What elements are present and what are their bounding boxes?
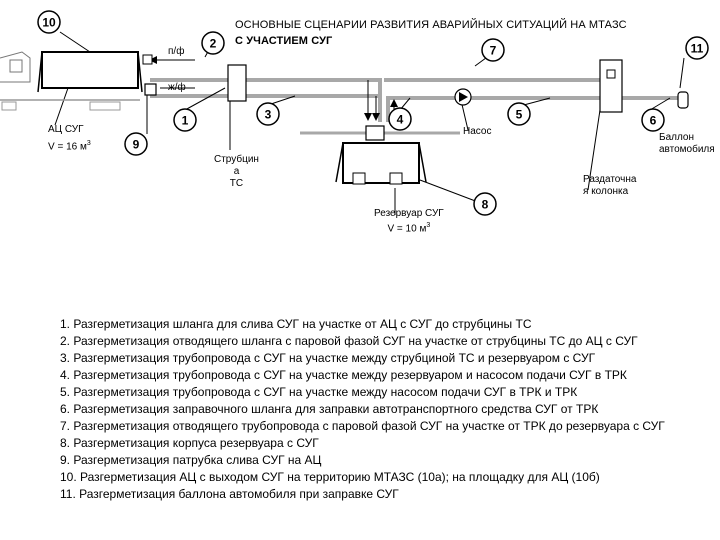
marker-label: 7 <box>490 44 497 58</box>
marker-label: 5 <box>516 108 523 122</box>
scenario-item: 7. Разгерметизация отводящего трубопрово… <box>60 419 665 433</box>
scenario-item: 9. Разгерметизация патрубка слива СУГ на… <box>60 453 322 467</box>
coupling-ts <box>227 64 247 102</box>
scenario-list: 1. Разгерметизация шланга для слива СУГ … <box>14 316 714 503</box>
vapor-pipeline <box>150 78 382 122</box>
tanker-volume-label: V = 16 м3 <box>48 140 91 153</box>
cylinder-label: Баллон автомобиля <box>659 132 715 155</box>
reservoir-label: Резервуар СУГ V = 10 м3 <box>374 208 444 235</box>
marker-8: 8 <box>473 192 497 216</box>
tanker-truck <box>0 51 157 111</box>
marker-6: 6 <box>641 108 665 132</box>
leader-1 <box>184 87 226 111</box>
dispenser-label: Раздаточна я колонка <box>583 174 637 197</box>
marker-7: 7 <box>481 38 505 62</box>
diagram-title-line2: С УЧАСТИЕМ СУГ <box>235 35 333 47</box>
tanker-name-label: АЦ СУГ <box>48 124 84 135</box>
marker-label: 6 <box>650 114 657 128</box>
marker-4: 4 <box>388 107 412 131</box>
marker-label: 4 <box>397 113 404 127</box>
pump-label: Насос <box>463 126 492 137</box>
scenario-item: 8. Разгерметизация корпуса резервуара с … <box>60 436 319 450</box>
marker-label: 10 <box>42 16 56 30</box>
drain-nozzle <box>144 83 157 96</box>
scheme-diagram: 1 2 3 4 5 6 7 8 9 10 11 <box>0 10 709 216</box>
leader-tanker <box>54 87 69 126</box>
leader-dispenser <box>587 109 601 191</box>
marker-label: 3 <box>265 108 272 122</box>
coupling-label: Струбцин а ТС <box>214 154 259 189</box>
pump <box>454 88 472 106</box>
marker-2: 2 <box>201 31 225 55</box>
liquid-line-label: ж/ф <box>168 82 186 93</box>
scenario-item: 4. Разгерметизация трубопровода с СУГ на… <box>60 368 627 382</box>
scenario-item: 10. Разгерметизация АЦ с выходом СУГ на … <box>60 470 600 484</box>
vapor-line-label: п/ф <box>168 46 185 57</box>
dispenser <box>599 59 623 113</box>
marker-label: 2 <box>210 37 217 51</box>
marker-label: 1 <box>182 114 189 128</box>
scenario-item: 11. Разгерметизация баллона автомобиля п… <box>60 487 399 501</box>
scenario-markers: 1 2 3 4 5 6 7 8 9 10 11 <box>37 10 709 216</box>
marker-1: 1 <box>173 108 197 132</box>
marker-label: 8 <box>482 198 489 212</box>
reservoir <box>335 125 427 185</box>
diagram-title-line1: ОСНОВНЫЕ СЦЕНАРИИ РАЗВИТИЯ АВАРИЙНЫХ СИТ… <box>235 19 627 31</box>
leader-10 <box>59 31 91 53</box>
leader-6 <box>649 97 671 111</box>
marker-label: 11 <box>691 42 704 56</box>
car-cylinder <box>677 91 689 109</box>
marker-3: 3 <box>256 102 280 126</box>
leader-11 <box>679 57 685 89</box>
scenario-item: 5. Разгерметизация трубопровода с СУГ на… <box>60 385 578 399</box>
scenario-item: 3. Разгерметизация трубопровода с СУГ на… <box>60 351 596 365</box>
scenario-item: 1. Разгерметизация шланга для слива СУГ … <box>60 317 532 331</box>
liquid-pipeline-dispenser <box>386 96 600 122</box>
marker-11: 11 <box>685 36 709 60</box>
marker-label: 9 <box>133 138 140 152</box>
scenario-item: 2. Разгерметизация отводящего шланга с п… <box>60 334 638 348</box>
marker-10: 10 <box>37 10 61 34</box>
scenario-item: 6. Разгерметизация заправочного шланга д… <box>60 402 599 416</box>
marker-5: 5 <box>507 102 531 126</box>
leader-8 <box>419 179 479 203</box>
marker-9: 9 <box>124 132 148 156</box>
